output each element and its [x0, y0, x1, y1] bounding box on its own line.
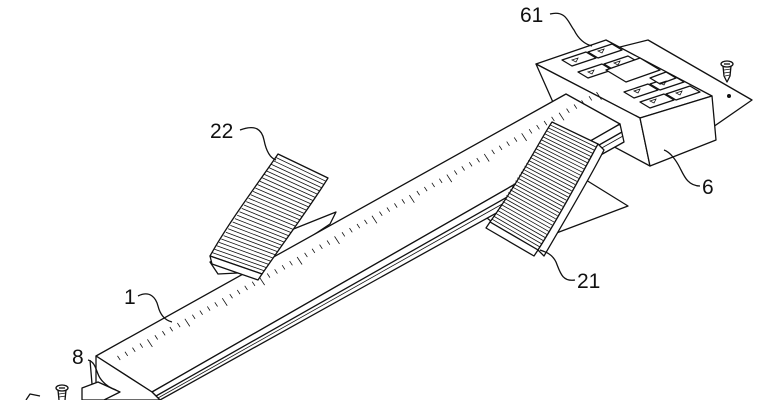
- svg-text:61: 61: [520, 4, 543, 27]
- label-22: 22: [210, 120, 277, 161]
- svg-text:6: 6: [702, 176, 714, 199]
- right-pedal-tread: [491, 124, 597, 248]
- svg-text:1: 1: [124, 286, 136, 309]
- main-rail: [95, 91, 625, 400]
- label-1: 1: [124, 286, 173, 323]
- right-pedal: [485, 121, 605, 257]
- ruler-scale: [117, 91, 602, 361]
- screw-icon: [720, 60, 734, 83]
- label-6: 6: [663, 149, 714, 199]
- label-8: 8: [72, 346, 117, 391]
- screw-icon: [55, 384, 69, 400]
- label-21: 21: [539, 249, 600, 293]
- svg-text:22: 22: [210, 120, 233, 143]
- bottom-edge-fragment: [25, 393, 41, 400]
- display-panel: [561, 43, 701, 109]
- svg-text:21: 21: [577, 270, 600, 293]
- label-61: 61: [520, 4, 593, 47]
- left-pedal: [209, 153, 329, 281]
- left-pedal-tread: [212, 157, 326, 272]
- svg-text:8: 8: [72, 346, 84, 369]
- end-block: [81, 359, 121, 400]
